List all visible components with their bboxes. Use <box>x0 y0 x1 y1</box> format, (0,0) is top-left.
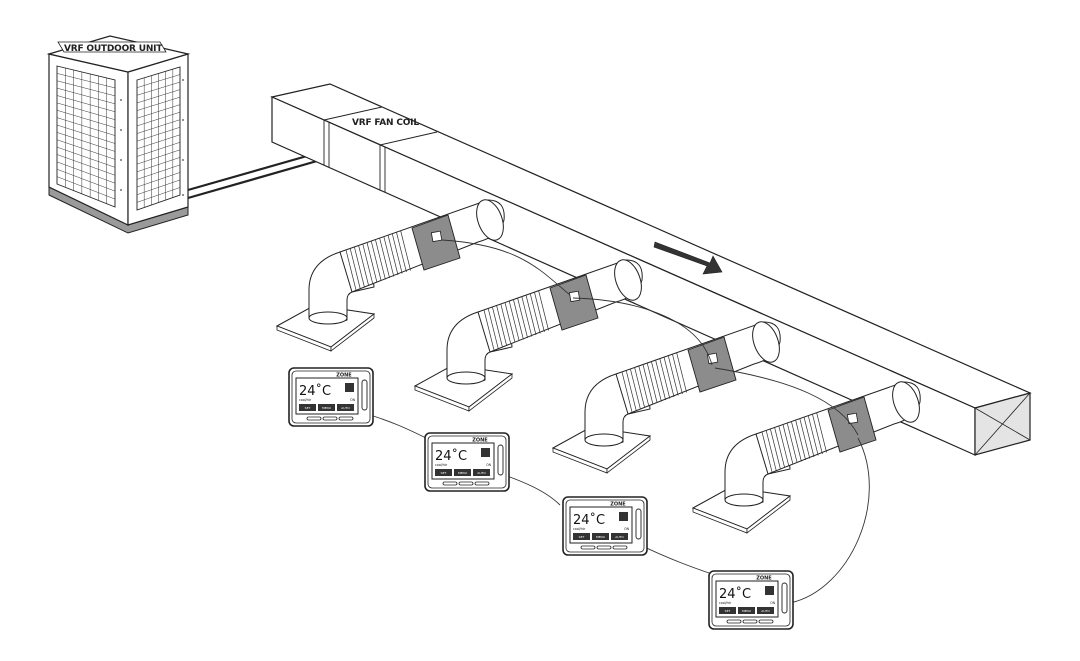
fan-mode-icon <box>765 586 774 595</box>
fan-mode-icon <box>619 512 628 521</box>
thermostat-hard-button[interactable] <box>596 545 612 550</box>
fan-mode-icon <box>481 448 490 457</box>
thermostat-screen-button[interactable] <box>573 533 590 540</box>
thermostat-logo: ZONE <box>610 502 626 508</box>
vrf-outdoor-unit: VRF OUTDOOR UNIT <box>46 35 191 234</box>
thermostat-hard-button[interactable] <box>306 416 322 421</box>
thermostat-screen-button[interactable] <box>454 469 471 476</box>
thermostat-hard-button[interactable] <box>338 416 354 421</box>
thermostat-screen-button[interactable] <box>435 469 452 476</box>
thermostat-logo: ZONE <box>472 438 488 444</box>
thermostat-screen-button[interactable] <box>473 469 490 476</box>
thermostat-slider[interactable] <box>361 379 368 411</box>
thermostat-hard-button[interactable] <box>442 481 458 486</box>
thermostat-power-status: ON <box>770 601 776 605</box>
thermostat-mode: cool/htr <box>719 601 732 605</box>
thermostat-screen-button[interactable] <box>738 607 755 614</box>
thermostat-logo: ZONE <box>756 576 772 582</box>
thermostat-hard-button[interactable] <box>758 619 774 624</box>
thermostat-power-status: ON <box>350 398 356 402</box>
thermostat-screen-button[interactable] <box>757 607 774 614</box>
fan-mode-icon <box>345 383 354 392</box>
thermostat-logo: ZONE <box>336 373 352 379</box>
outdoor-unit-label: VRF OUTDOOR UNIT <box>64 44 163 54</box>
thermostat-button-label: SET <box>441 471 447 475</box>
thermostat-temperature: 24˚C <box>435 448 467 464</box>
airflow-arrow-icon <box>653 241 723 275</box>
thermostat-button-label: AUTO <box>477 471 486 475</box>
thermostat-hard-button[interactable] <box>612 545 628 550</box>
thermostat-power-status: ON <box>624 527 630 531</box>
thermostat-hard-button[interactable] <box>726 619 742 624</box>
thermostat-hard-button[interactable] <box>474 481 490 486</box>
branch-duct <box>691 381 921 534</box>
fan-coil-label: VRF FAN COIL <box>352 118 419 128</box>
thermostat-mode: cool/htr <box>435 463 448 467</box>
thermostat-screen-button[interactable] <box>592 533 609 540</box>
thermostat-button-label: MENU <box>322 406 331 410</box>
outdoor-unit-grille-right <box>136 66 181 211</box>
thermostat-screen-button[interactable] <box>299 404 316 411</box>
branch-duct <box>551 321 781 474</box>
thermostat-button-label: AUTO <box>761 609 770 613</box>
thermostat-screen-button[interactable] <box>337 404 354 411</box>
thermostat-hard-button[interactable] <box>322 416 338 421</box>
thermostat-slider[interactable] <box>635 508 642 540</box>
thermostat-power-status: ON <box>486 463 492 467</box>
thermostat-slider[interactable] <box>781 582 788 614</box>
thermostat-mode: cool/htr <box>299 398 312 402</box>
branch-duct <box>275 199 505 352</box>
thermostat-screen-button[interactable] <box>719 607 736 614</box>
thermostat-hard-button[interactable] <box>458 481 474 486</box>
branch-duct <box>413 259 643 412</box>
thermostat-button-label: MENU <box>742 609 751 613</box>
thermostat-button-label: MENU <box>458 471 467 475</box>
thermostat-button-label: MENU <box>596 535 605 539</box>
thermostat-mode: cool/htr <box>573 527 586 531</box>
outdoor-unit-grille-left <box>56 65 116 208</box>
thermostat-temperature: 24˚C <box>573 512 605 528</box>
thermostat-button-label: AUTO <box>615 535 624 539</box>
thermostat-button-label: SET <box>305 406 311 410</box>
thermostat-temperature: 24˚C <box>719 586 751 602</box>
thermostat-button-label: AUTO <box>341 406 350 410</box>
thermostat-hard-button[interactable] <box>580 545 596 550</box>
thermostat-button-label: SET <box>579 535 585 539</box>
thermostat-button-label: SET <box>725 609 731 613</box>
thermostat-screen-button[interactable] <box>611 533 628 540</box>
thermostat-hard-button[interactable] <box>742 619 758 624</box>
thermostat-screen-button[interactable] <box>318 404 335 411</box>
thermostat-slider[interactable] <box>497 444 504 476</box>
thermostat-temperature: 24˚C <box>299 383 331 399</box>
branch-ducts <box>275 199 921 534</box>
